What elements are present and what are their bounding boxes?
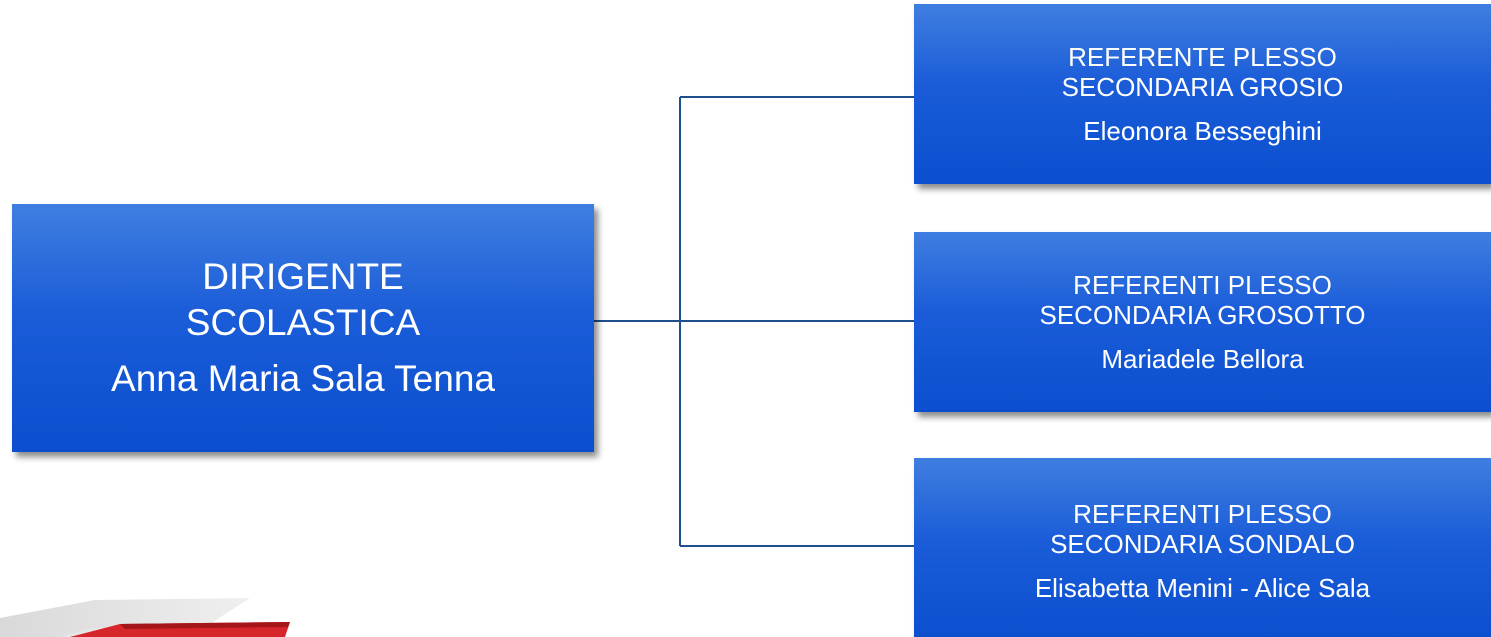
child-person-name: Mariadele Bellora	[1101, 344, 1304, 374]
root-role-label: DIRIGENTE SCOLASTICA	[185, 256, 421, 343]
root-person-name: Anna Maria Sala Tenna	[111, 358, 495, 399]
root-node-box: DIRIGENTE SCOLASTICA Anna Maria Sala Ten…	[12, 204, 594, 452]
decorative-pencil-graphic	[0, 598, 290, 637]
child-node-box: REFERENTI PLESSO SECONDARIA SONDALO Elis…	[914, 458, 1491, 637]
child-role-label: REFERENTI PLESSO SECONDARIA GROSOTTO	[1039, 270, 1366, 330]
child-node-box: REFERENTE PLESSO SECONDARIA GROSIO Eleon…	[914, 4, 1491, 184]
child-role-label: REFERENTI PLESSO SECONDARIA SONDALO	[1050, 498, 1355, 559]
child-node-box: REFERENTI PLESSO SECONDARIA GROSOTTO Mar…	[914, 232, 1491, 412]
child-person-name: Elisabetta Menini - Alice Sala	[1034, 572, 1371, 603]
child-role-label: REFERENTE PLESSO SECONDARIA GROSIO	[1061, 42, 1344, 102]
child-person-name: Eleonora Besseghini	[1083, 116, 1322, 146]
